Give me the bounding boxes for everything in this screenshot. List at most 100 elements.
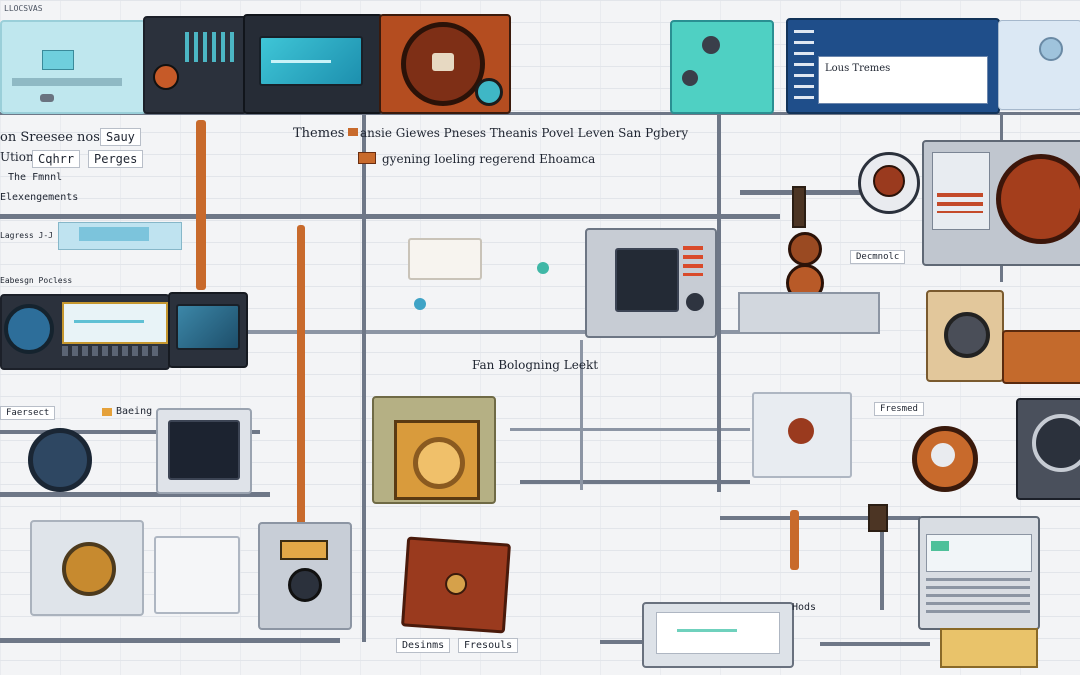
- bottom-screen: [656, 612, 780, 654]
- left-machine-keys: [62, 346, 162, 356]
- right-robot-core: [873, 165, 905, 197]
- crt-screen: [168, 420, 240, 480]
- bottom-center-machine: [258, 522, 352, 630]
- right-robot-icon: [858, 152, 920, 214]
- monitor-screen: [176, 304, 240, 350]
- wire-h-bottom-mid: [600, 640, 650, 644]
- center-caption: Fan Bologning Leekt: [472, 358, 599, 372]
- robot-icon-2: [682, 70, 698, 86]
- bottom-left-frame: [154, 536, 240, 614]
- left-machine-body: [0, 294, 170, 370]
- center-panel-knob-icon: [683, 290, 707, 314]
- big-dial-icon: [401, 22, 485, 106]
- right-mid-gear-icon: [944, 312, 990, 358]
- wire-v-panel: [580, 340, 583, 490]
- window-input[interactable]: Lous Tremes: [818, 56, 988, 104]
- gear-icon: [1039, 37, 1063, 61]
- wire-v-center: [717, 112, 721, 492]
- center-panel-leds: [683, 246, 703, 276]
- stacked-robot-head-icon: [788, 232, 822, 266]
- blue-gear-icon: [4, 304, 54, 354]
- left-label-2: Ution: [0, 150, 34, 164]
- left-label-6: Eabesgn Pocless: [0, 276, 73, 285]
- brass-gear-plate: [394, 420, 480, 500]
- left-cyan-bar: [58, 222, 182, 250]
- right-valve-icon: [912, 426, 978, 492]
- bottom-label-1: Desinms: [396, 638, 451, 653]
- console-left-block: [143, 16, 247, 114]
- mini-bar: [12, 78, 122, 86]
- center-dot-icon: [537, 262, 549, 274]
- right-label-2: Fresmed: [874, 402, 924, 416]
- right-window-screen: [932, 152, 990, 230]
- left-label-7b: Baeing: [116, 406, 153, 417]
- wire-h-top: [0, 112, 1080, 115]
- small-dial-icon: [475, 78, 503, 106]
- left-control-machine: [0, 292, 248, 372]
- pipe-orange-left: [196, 120, 206, 290]
- crt-monitor: [156, 408, 252, 494]
- right-small-box: [868, 504, 888, 532]
- left-label-2b: Cqhrr: [32, 150, 81, 168]
- bottom-screen-box: [642, 602, 794, 668]
- brass-gear-icon: [413, 437, 465, 489]
- top-left-panel: [0, 20, 146, 114]
- left-screen-line: [74, 320, 144, 323]
- terminal-vents: [926, 578, 1030, 618]
- right-edge-machine: [1016, 398, 1080, 500]
- far-right-panel: [998, 20, 1080, 110]
- left-machine-screen: [62, 302, 168, 344]
- sub-row-icon: [358, 152, 376, 164]
- wire-h-right-low2: [720, 516, 920, 520]
- window-rows: [794, 30, 814, 100]
- center-small-box: [408, 238, 482, 280]
- robot-icon: [702, 36, 720, 54]
- wire-v-left: [362, 112, 366, 642]
- bottom-screen-line: [677, 629, 737, 632]
- left-cyan-bar-fill: [79, 227, 149, 241]
- center-control-panel: [585, 228, 717, 338]
- left-label-1b: Sauy: [100, 128, 141, 146]
- wire-v-bottom-right: [880, 520, 884, 610]
- console-dial-block: [379, 14, 511, 114]
- dial-icon: [153, 64, 179, 90]
- left-label-4: Elexengements: [0, 192, 79, 203]
- left-label-3: The Fmnnl: [8, 172, 63, 183]
- left-label-1: on Sreesee nos: [0, 130, 100, 145]
- wire-h-mid: [0, 214, 780, 219]
- right-low-frame: [752, 392, 852, 478]
- brass-gear-machine: [372, 396, 496, 504]
- right-valve-core: [931, 443, 955, 467]
- sub-row: gyening loeling regerend Ehoamca: [382, 152, 596, 166]
- rust-crate: [400, 536, 512, 634]
- wire-h-right-low: [520, 480, 750, 484]
- center-dot-icon-2: [414, 298, 426, 310]
- right-label-1: Decmnolc: [850, 250, 906, 264]
- rust-crate-bolt-icon: [444, 572, 468, 596]
- console-leds: [185, 32, 235, 62]
- right-edge-dial-icon: [1032, 414, 1080, 472]
- bottom-label-2: Fresouls: [458, 638, 519, 653]
- navy-window: Lous Tremes: [786, 18, 1000, 114]
- terminal-indicator: [931, 541, 949, 551]
- mini-gear-icon: [40, 94, 54, 102]
- left-label-5: Lagress J-J: [0, 231, 53, 240]
- themes-label: Themes: [293, 126, 345, 141]
- pipe-vertical-right: [792, 186, 806, 228]
- top-console-machine: [143, 12, 511, 114]
- cog-icon: [62, 542, 116, 596]
- mini-screen: [42, 50, 74, 70]
- left-label-7: Faersect: [0, 406, 56, 420]
- stacked-robot-base: [738, 292, 880, 334]
- right-big-dial-icon: [996, 154, 1080, 244]
- right-window-machine: [922, 140, 1080, 266]
- center-panel-screen: [615, 248, 679, 312]
- dial-center: [432, 53, 454, 71]
- bottom-label-3: Hods: [792, 602, 817, 613]
- wire-h-row5: [0, 492, 270, 497]
- wire-h-row4: [0, 430, 260, 434]
- headline-icon: [348, 128, 358, 136]
- screen-line: [271, 60, 331, 63]
- console-screen-frame: [243, 14, 383, 114]
- stacked-robot: [738, 232, 880, 336]
